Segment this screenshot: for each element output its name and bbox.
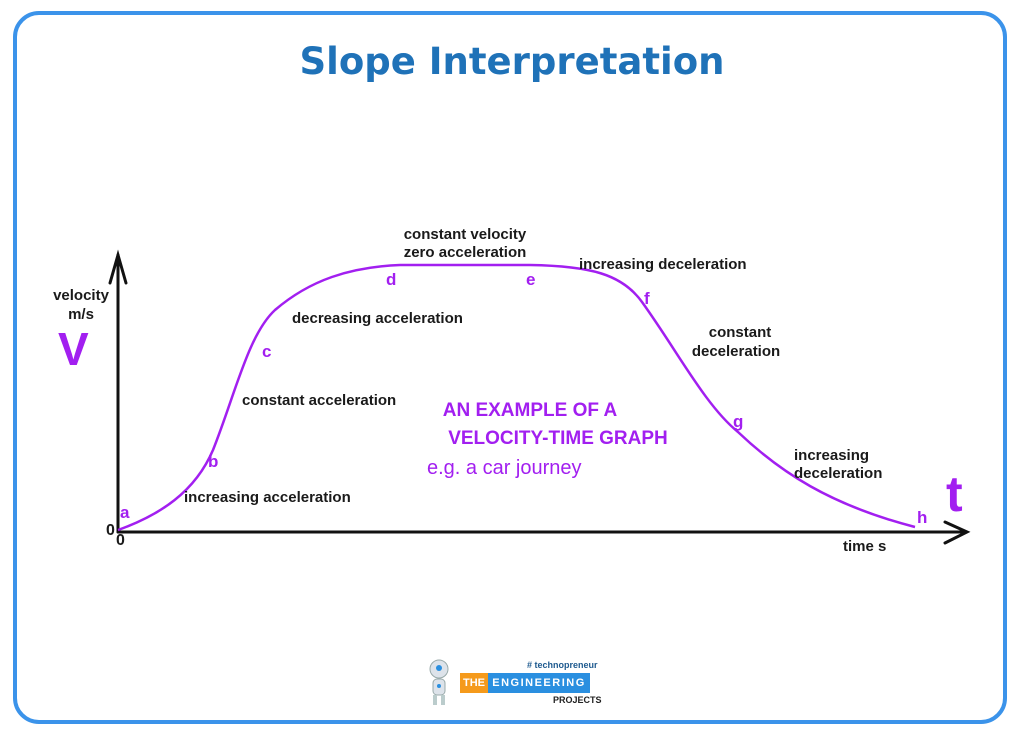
label-constant-velocity: constant velocity [403,226,527,243]
x-axis-arrow [943,520,971,545]
card-frame [13,11,1007,724]
label-decreasing-acceleration: decreasing acceleration [292,310,463,327]
engineering-projects-logo: # technopreneur THE ENGINEERING PROJECTS [420,655,602,710]
logo-the: THE [460,673,488,693]
caption-line1: AN EXAMPLE OF A [442,400,618,421]
y-axis-symbol: V [58,323,89,375]
label-increasing-deceleration-2a: increasing [794,447,870,464]
point-f: f [644,289,650,308]
point-a: a [120,503,130,522]
caption-line2: VELOCITY-TIME GRAPH [448,428,668,449]
label-zero-acceleration: zero acceleration [403,244,527,261]
velocity-curve [117,263,916,532]
point-b: b [208,452,219,471]
robot-icon [429,659,449,705]
logo-tagline: # technopreneur [527,660,598,670]
point-e: e [526,270,536,289]
label-constant-deceleration-1: constant [708,324,772,341]
label-increasing-deceleration-1: increasing deceleration [579,256,747,273]
x-axis-symbol: t [946,466,963,522]
logo-projects: PROJECTS [553,695,602,705]
caption-line3: e.g. a car journey [427,457,582,479]
point-c: c [262,342,272,361]
y-axis-label-line1: velocity [53,287,109,304]
page-title: Slope Interpretation [299,40,725,83]
origin-x-label: 0 [116,532,125,549]
point-d: d [386,270,397,289]
x-axis-label: time s [843,538,887,555]
origin-y-label: 0 [106,522,115,539]
y-axis-label-line2: m/s [68,306,94,323]
label-increasing-deceleration-2b: deceleration [794,465,883,482]
logo-engineering: ENGINEERING [488,673,590,693]
point-g: g [733,412,744,431]
label-constant-deceleration-2: deceleration [691,343,781,360]
point-h: h [917,508,928,527]
label-increasing-acceleration: increasing acceleration [184,489,351,506]
y-axis-arrow [108,249,128,285]
label-constant-acceleration: constant acceleration [242,392,397,409]
